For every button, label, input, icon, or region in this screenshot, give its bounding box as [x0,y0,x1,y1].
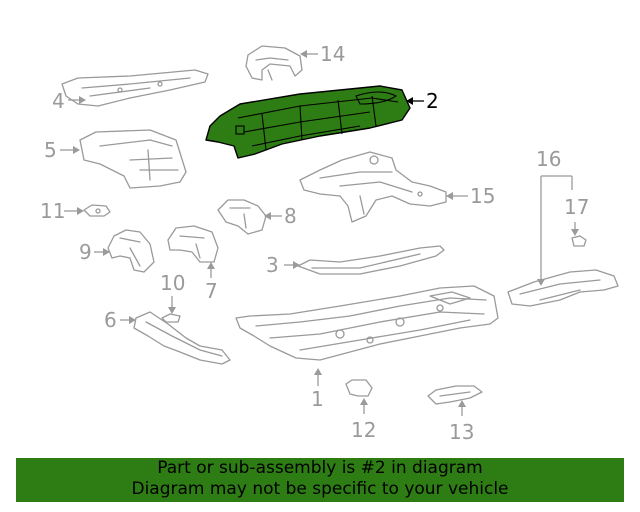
info-banner: Part or sub-assembly is #2 in diagram Di… [16,458,624,502]
callout-7: 7 [205,279,218,303]
callout-16: 16 [536,147,561,171]
leader-lines [60,50,579,416]
callout-15: 15 [470,184,495,208]
part-5 [79,129,187,189]
part-4 [61,69,209,107]
callout-9: 9 [79,240,92,264]
callout-11: 11 [40,199,65,223]
callouts: 14 2 4 5 16 15 17 11 8 9 3 10 7 6 1 12 1… [40,42,589,444]
callout-5: 5 [44,138,57,162]
part-16 [507,269,619,307]
part-2-highlighted [205,85,411,159]
part-14 [245,45,303,81]
callout-6: 6 [104,308,117,332]
part-12 [345,379,373,397]
part-3 [297,245,445,275]
callout-1: 1 [311,387,324,411]
part-15 [299,151,447,223]
callout-4: 4 [52,89,65,113]
part-10 [161,313,181,323]
callout-3: 3 [266,253,279,277]
callout-12: 12 [351,418,376,442]
part-11 [83,204,111,217]
callout-17: 17 [564,195,589,219]
banner-line-1: Part or sub-assembly is #2 in diagram [157,458,483,478]
part-1 [235,285,499,361]
part-17 [571,235,587,247]
callout-8: 8 [284,204,297,228]
part-13 [427,385,483,405]
callout-10: 10 [160,271,185,295]
callout-2: 2 [426,89,439,113]
part-8 [217,199,267,235]
callout-14: 14 [320,42,345,66]
part-7 [167,225,219,263]
callout-13: 13 [449,420,474,444]
banner-line-2: Diagram may not be specific to your vehi… [131,479,509,499]
part-6 [133,311,231,365]
part-9 [107,229,155,273]
